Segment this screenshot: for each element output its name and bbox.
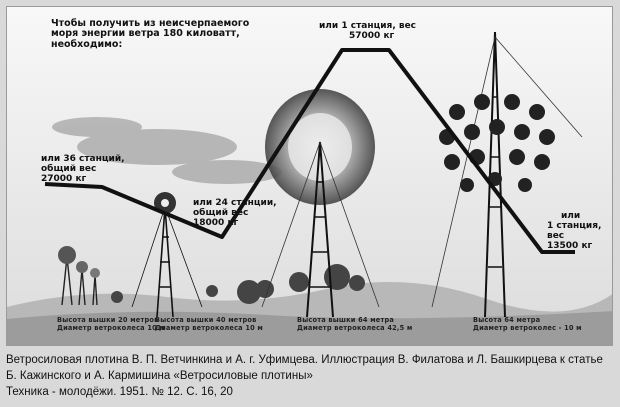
label-36-line-3: 27000 кг (41, 173, 87, 184)
label-right-line-1: или (561, 211, 581, 221)
caption-line-2: Б. Кажинского и А. Кармишина «Ветросилов… (6, 370, 313, 382)
label-24-stations: или 24 станции, общий вес 18000 кг (193, 198, 277, 229)
caption-large-line-2: Диаметр ветроколеса 42,5 м (297, 324, 413, 333)
small-windmills (58, 246, 100, 306)
caption-right-line-1: Высота 64 метра (473, 316, 541, 324)
header-line-2: моря энергии ветра 180 киловатт, (51, 28, 240, 40)
label-24-line-1: или 24 станции, (193, 198, 277, 208)
header-line-3: необходимо: (51, 38, 123, 50)
weight-line (44, 48, 575, 254)
illustration: Чтобы получить из неисчерпаемого моря эн… (6, 6, 613, 346)
caption-small-tower: Высота вышки 20 метров Диаметр ветроколе… (57, 316, 165, 332)
medium-windmill (131, 192, 203, 318)
large-wind-wheel (261, 89, 380, 318)
caption-right-line-2: Диаметр ветроколес - 10 м (473, 324, 582, 333)
windmill-illustration (7, 7, 612, 345)
label-24-line-2: общий вес (193, 207, 249, 218)
caption-small-line-2: Диаметр ветроколеса 10 м (57, 324, 165, 333)
label-1-line-1: или 1 станция, вес (319, 21, 417, 31)
caption-large-line-1: Высота вышки 64 метра (297, 316, 395, 324)
label-36-stations: или 36 станций, общий вес 27000 кг (41, 154, 125, 185)
header-text: Чтобы получить из неисчерпаемого моря эн… (51, 18, 271, 50)
caption-small-line-1: Высота вышки 20 метров (57, 316, 159, 324)
caption-line-1: Ветросиловая плотина В. П. Ветчинкина и … (6, 354, 603, 366)
label-1-station: или 1 станция, вес 57000 кг (319, 21, 417, 42)
caption-right-tower: Высота 64 метра Диаметр ветроколес - 10 … (473, 316, 582, 332)
label-right-line-2: 1 станция, вес (547, 220, 602, 241)
header-line-1: Чтобы получить из неисчерпаемого (51, 18, 250, 29)
label-right-line-3: 13500 кг (547, 240, 593, 251)
clouds (52, 117, 282, 184)
caption-large-tower: Высота вышки 64 метра Диаметр ветроколес… (297, 316, 412, 332)
image-caption: Ветросиловая плотина В. П. Ветчинкина и … (6, 352, 614, 400)
label-36-line-2: общий вес (41, 163, 97, 174)
caption-line-3: Техника - молодёжи. 1951. № 12. С. 16, 2… (6, 386, 233, 398)
multi-rotor-station (431, 31, 583, 318)
caption-medium-line-1: Высота вышки 40 метров (155, 316, 257, 324)
caption-medium-line-2: Диаметр ветроколеса 10 м (155, 324, 263, 333)
caption-medium-tower: Высота вышки 40 метров Диаметр ветроколе… (155, 316, 263, 332)
label-36-line-1: или 36 станций, (41, 154, 125, 164)
label-1-line-2: 57000 кг (349, 30, 395, 41)
label-24-line-3: 18000 кг (193, 217, 239, 228)
label-right-station: или 1 станция, вес 13500 кг (547, 211, 612, 252)
